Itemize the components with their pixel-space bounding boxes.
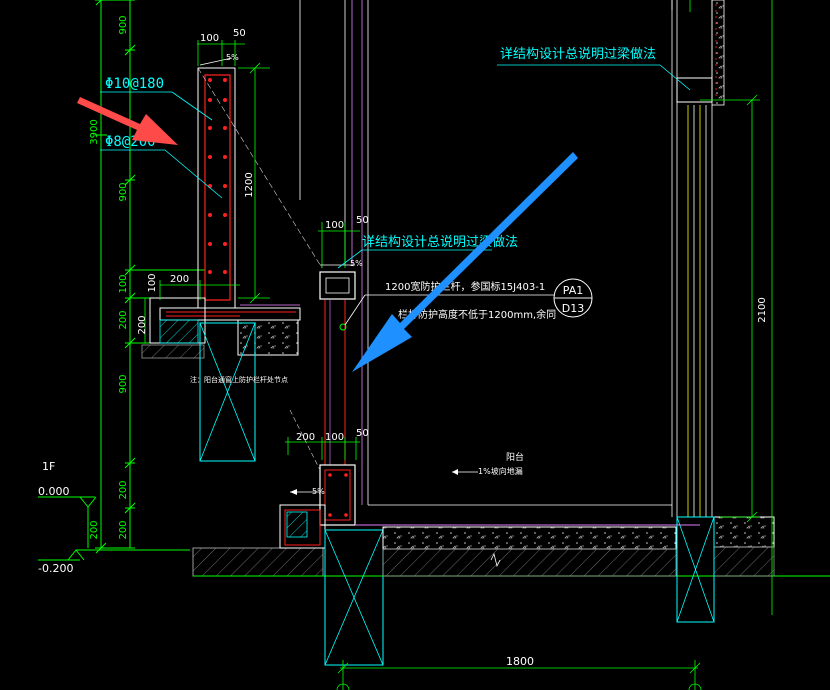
rebar-main-label: Φ10@180 <box>105 76 164 92</box>
floor-name: 1F <box>42 460 55 473</box>
main-section <box>240 0 775 666</box>
level-minus-0-2: -0.200 <box>38 562 73 575</box>
slope-label-2: 5% <box>350 259 363 268</box>
balcony-slope-note: 1%坡向地漏 <box>478 466 523 476</box>
rebar-leaders <box>100 91 223 199</box>
structural-note-leaders <box>337 64 691 269</box>
parapet-detail <box>141 40 323 462</box>
right-structure-labels: 2100 <box>757 297 768 322</box>
dim-right-2100: 2100 <box>757 297 768 322</box>
dim-bottom-1800: 1800 <box>506 655 534 668</box>
dim-ledge-200: 200 <box>170 274 189 285</box>
dim-beam-50: 50 <box>356 215 369 226</box>
dim-sill-100: 100 <box>325 432 344 443</box>
balcony-label: 阳台 <box>506 451 524 463</box>
dim-left-2: 900 <box>118 182 129 201</box>
slope-label-3: 5% <box>312 487 325 496</box>
ground-soil-left <box>192 547 324 577</box>
red-annotation-arrow <box>77 97 178 145</box>
structural-notes: 详结构设计总说明过梁做法 详结构设计总说明过梁做法 <box>362 47 656 250</box>
dim-parapet-1200: 1200 <box>244 172 255 197</box>
dim-sill-200: 200 <box>296 432 315 443</box>
dim-left-1: 900 <box>118 15 129 34</box>
dim-sill-50: 50 <box>356 428 369 439</box>
left-dimension-labels: 900 3900 900 100 200 900 200 200 200 <box>89 15 129 539</box>
dim-beam-100: 100 <box>325 220 344 231</box>
dim-left-8: 200 <box>89 520 100 539</box>
railing-note-2: 栏杆防护高度不低于1200mm,余同 <box>398 308 556 321</box>
detail-tag-top: PA1 <box>563 284 583 297</box>
detail-tag: PA1 D13 <box>553 278 593 318</box>
detail-tag-bottom: D13 <box>562 302 584 315</box>
left-dimension-chain <box>95 0 205 554</box>
dim-top-100: 100 <box>200 33 219 44</box>
balcony-annotation: 阳台 1%坡向地漏 <box>452 451 524 476</box>
dim-left-6: 200 <box>118 480 129 499</box>
dim-top-50: 50 <box>233 28 246 39</box>
parapet-labels: 100 50 5% 1200 200 100 200 注：阳台通窗上防护栏杆处节… <box>137 28 288 384</box>
dim-left-3: 100 <box>118 274 129 293</box>
level-0: 0.000 <box>38 485 70 498</box>
railing-note-1: 1200宽防护栏杆，参国标15J403-1 <box>385 280 545 293</box>
detail-note: 注：阳台通窗上防护栏杆处节点 <box>190 375 288 384</box>
level-labels: 1F 0.000 -0.200 <box>38 460 73 575</box>
main-section-labels: 100 50 5% 200 100 50 5% <box>296 215 369 496</box>
railing-notes: 1200宽防护栏杆，参国标15J403-1 栏杆防护高度不低于1200mm,余同 <box>385 280 556 321</box>
dim-ledge-200b: 200 <box>137 315 148 334</box>
bottom-dimension <box>336 660 702 690</box>
blue-annotation-arrow <box>352 152 578 372</box>
slope-label-1: 5% <box>226 53 239 62</box>
dim-left-7: 200 <box>118 520 129 539</box>
right-structure <box>367 0 773 623</box>
dim-left-total: 3900 <box>89 119 100 144</box>
dim-ledge-100: 100 <box>147 273 158 292</box>
structural-note-top: 详结构设计总说明过梁做法 <box>500 47 656 62</box>
level-markers <box>38 496 190 561</box>
dim-left-5: 900 <box>118 374 129 393</box>
dim-left-4: 200 <box>118 310 129 329</box>
